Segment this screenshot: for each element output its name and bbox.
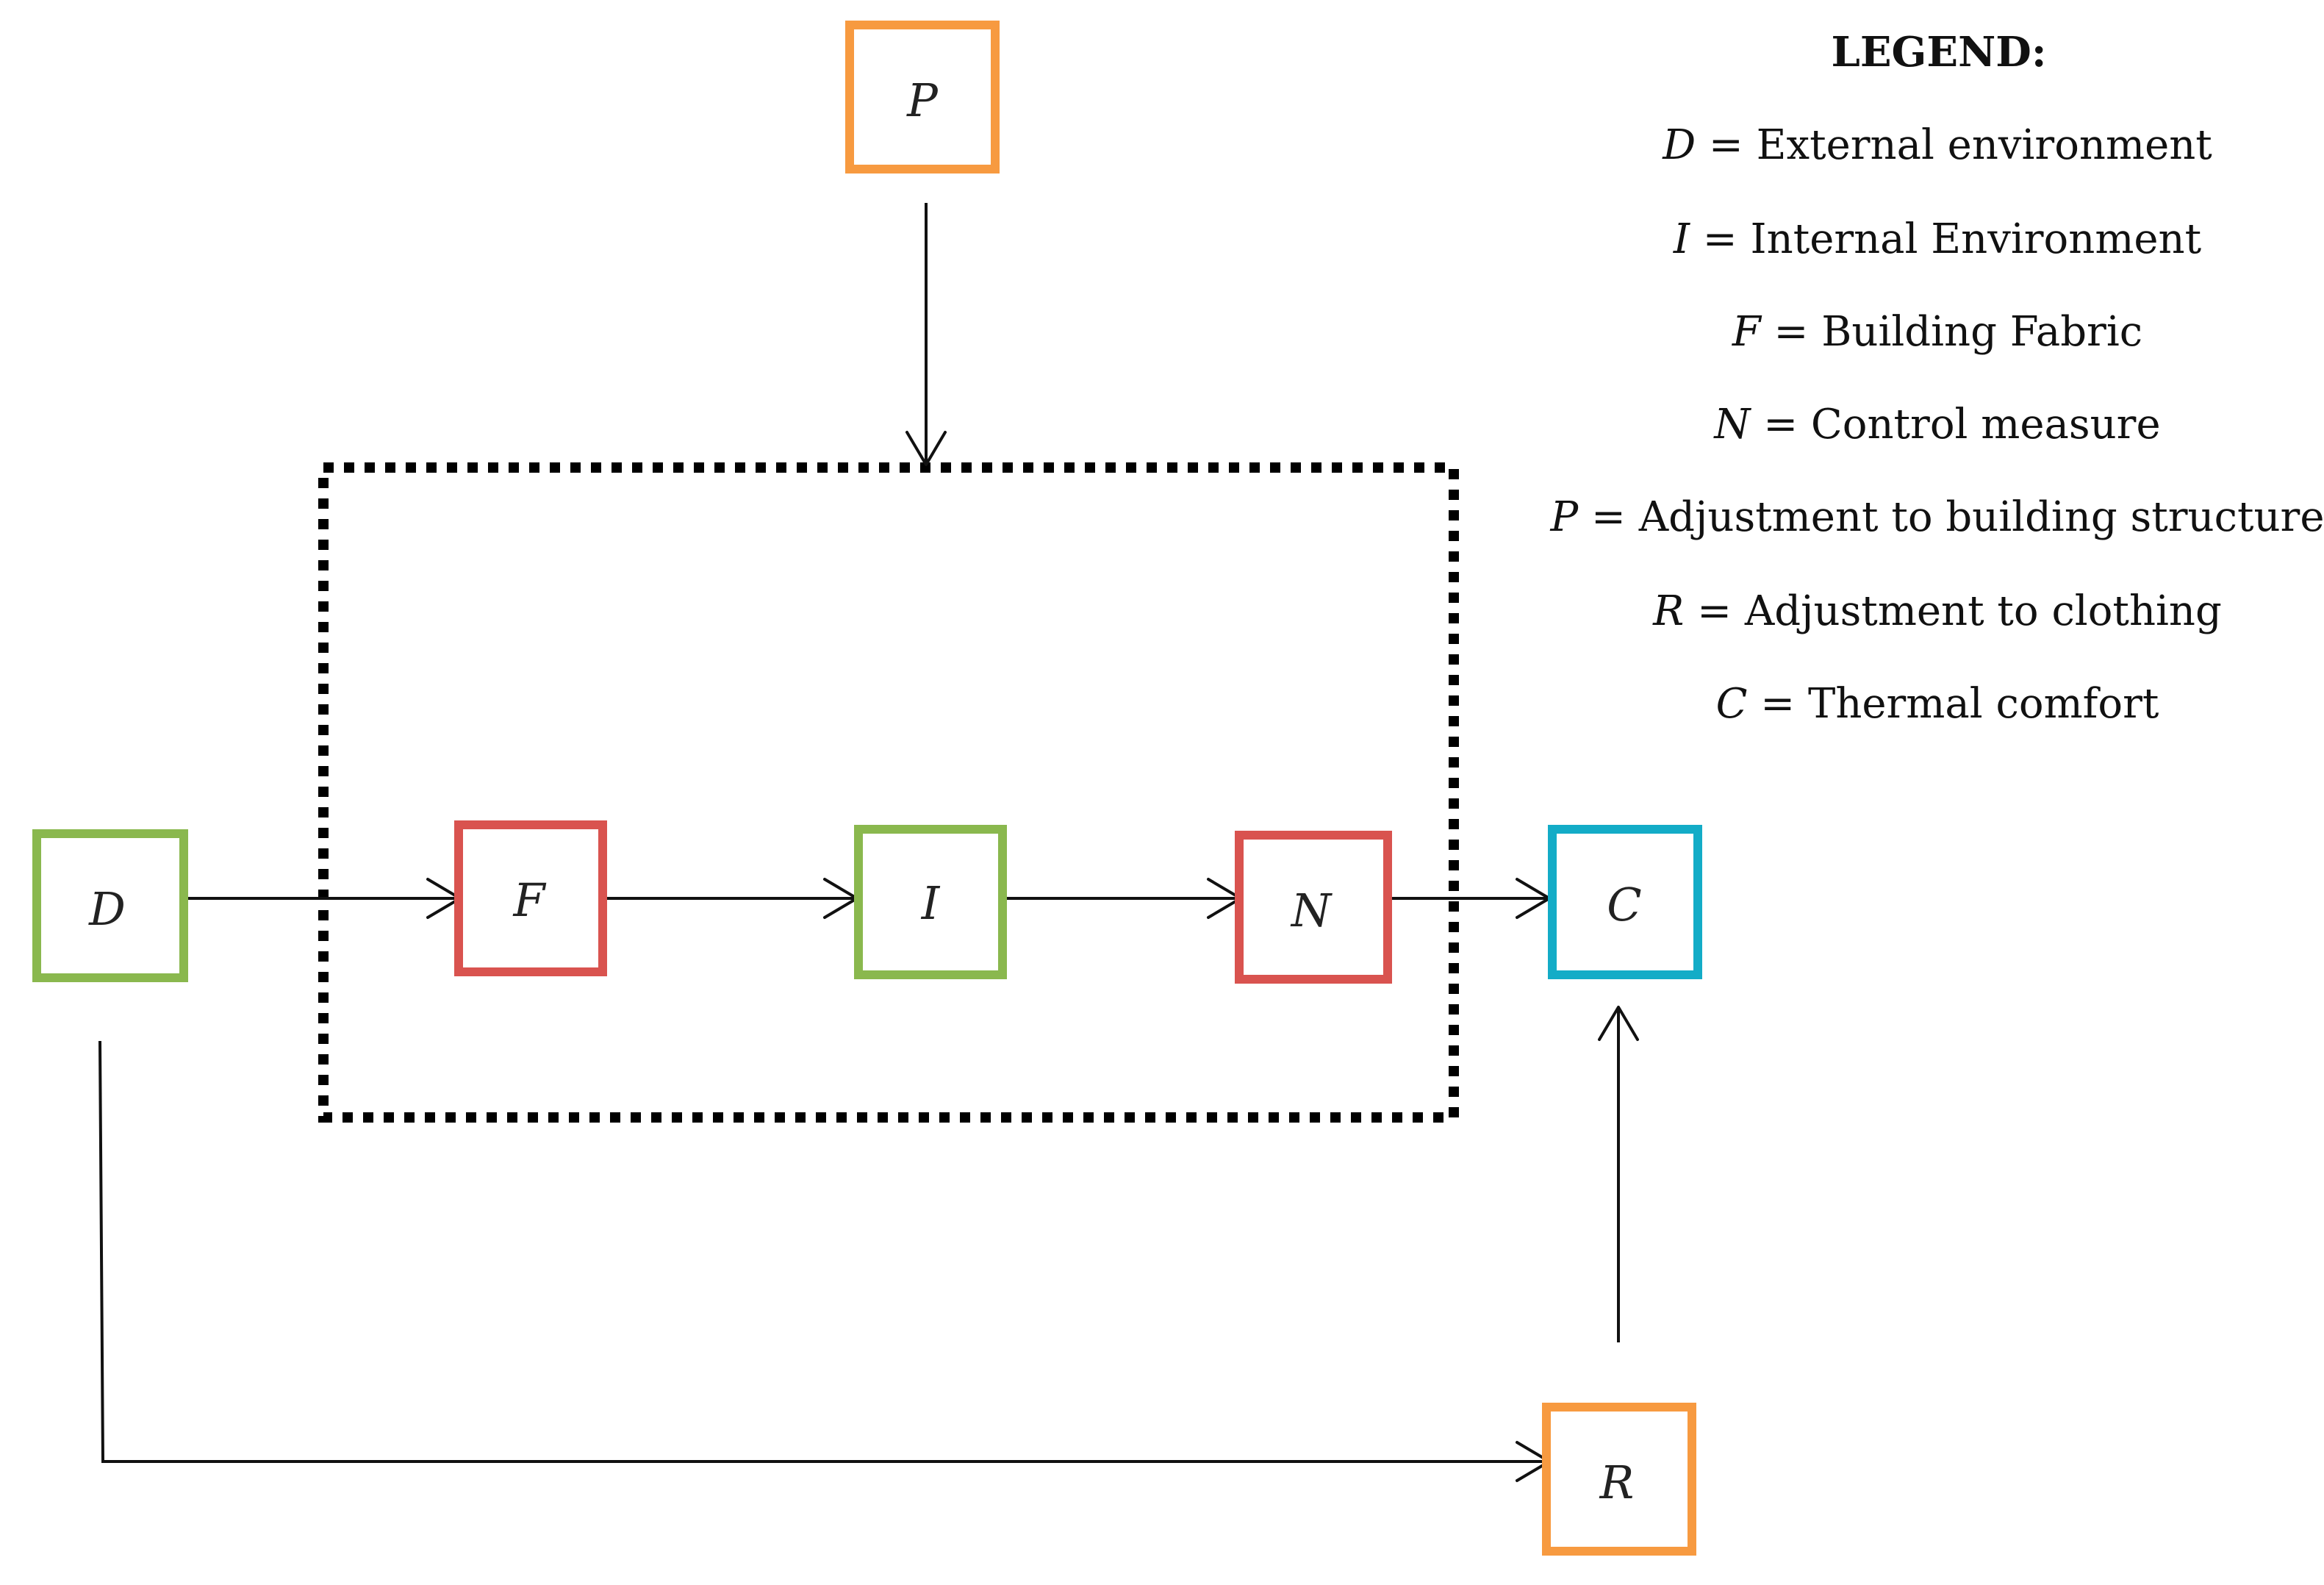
node-label-i: I [921,876,941,930]
legend-title: LEGEND: [1832,28,2047,76]
node-box-r [1542,1403,1696,1556]
node-box-n [1235,831,1392,984]
arrowhead-c-bottom [1598,1006,1639,1041]
legend-symbol: P [1550,493,1579,541]
legend-symbol: F [1732,308,1762,356]
legend-text: = Adjustment to building structure [1578,493,2324,541]
node-label-d: D [88,882,126,936]
legend-text: = Thermal comfort [1747,680,2159,728]
node-label-p: P [906,74,939,127]
legend: LEGEND: D = External environment I = Int… [1550,28,2324,728]
legend-symbol: C [1716,680,1748,728]
legend-symbol: I [1673,215,1691,263]
node-box-c [1548,825,1702,979]
legend-text: = Internal Environment [1690,215,2202,263]
legend-entry-f: F = Building Fabric [1732,308,2142,356]
legend-entry-r: R = Adjustment to clothing [1652,587,2222,635]
node-p: P [845,21,1000,173]
legend-entry-c: C = Thermal comfort [1716,680,2159,728]
node-box-d [32,829,188,982]
system-boundary [318,462,1459,1123]
legend-symbol: D [1662,121,1696,169]
legend-text: = Adjustment to clothing [1684,587,2222,635]
node-i: I [854,825,1007,979]
node-box-p [845,21,1000,173]
node-d: D [32,829,188,982]
legend-text: = Building Fabric [1761,308,2142,356]
edge-d-to-r [98,1040,1549,1463]
node-label-r: R [1599,1456,1635,1509]
node-box-f [454,820,607,976]
edges [98,203,1639,1482]
legend-entry-i: I = Internal Environment [1673,215,2202,263]
legend-symbol: R [1652,587,1684,635]
node-c: C [1548,825,1702,979]
arrowhead-p [905,431,947,466]
node-n: N [1235,831,1392,984]
node-label-f: F [512,873,546,927]
legend-entry-p: P = Adjustment to building structure [1550,493,2324,541]
node-f: F [454,820,607,976]
legend-entry-d: D = External environment [1662,121,2212,169]
node-box-i [854,825,1007,979]
legend-entry-n: N = Control measure [1712,401,2160,448]
node-label-c: C [1607,878,1641,931]
legend-text: = Control measure [1750,401,2160,448]
legend-symbol: N [1712,401,1751,448]
node-label-n: N [1290,884,1333,937]
legend-text: = External environment [1696,121,2212,169]
node-r: R [1542,1403,1696,1556]
